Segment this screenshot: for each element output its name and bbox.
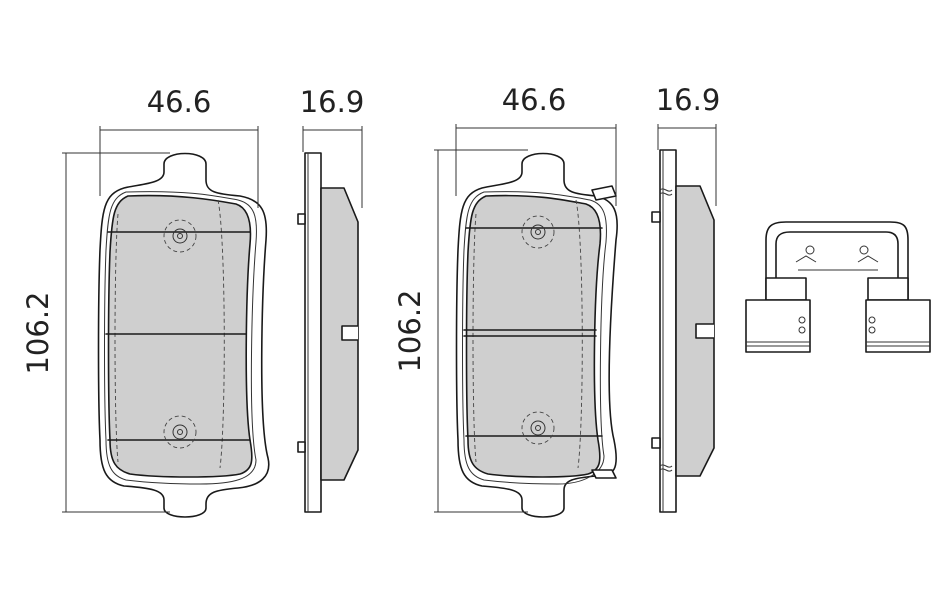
pad-a-side-slot: [341, 325, 358, 341]
pad-b-rivet-bottom: [521, 411, 555, 445]
accessory-clip-right-shoe: [865, 299, 931, 353]
pad-a-width-label: 46.6: [147, 85, 212, 119]
pad-a-rivet-bottom: [163, 415, 197, 449]
accessory-clip: [745, 221, 931, 353]
pad-b-width-label: 46.6: [502, 83, 567, 117]
pad-b-side-sensor-bottom: [659, 464, 673, 472]
pad-b-side-clip-bottom: [651, 437, 661, 449]
accessory-clip-left-block: [765, 277, 807, 301]
pad-a-side-backing-plate: [304, 152, 322, 513]
pad-b-side-slot: [695, 323, 714, 339]
accessory-clip-spring: [765, 221, 909, 301]
pad-a-side-view: [297, 152, 359, 513]
pad-b-wear-sensor-top: [591, 185, 617, 201]
pad-a-height-label: 106.2: [21, 291, 55, 374]
pad-a-front-view: [97, 152, 270, 518]
pad-b-rivet-top: [521, 215, 555, 249]
pad-b-side-clip-top: [651, 211, 661, 223]
pad-b-wear-sensor-bottom: [591, 469, 617, 479]
pad-b-thickness-label: 16.9: [656, 83, 721, 117]
pad-b-height-label: 106.2: [393, 289, 427, 372]
pad-b-side-sensor-top: [659, 188, 673, 196]
pad-a-side-friction: [320, 187, 359, 481]
pad-b-side-view: [651, 149, 715, 513]
pad-a-rivet-top: [163, 219, 197, 253]
pad-a-hidden-line-left: [114, 213, 119, 463]
pad-b-side-friction: [675, 185, 715, 477]
pad-b-front-view: [455, 152, 618, 518]
pad-b-dimension-lines: [434, 124, 717, 513]
pad-a-hidden-line-right: [217, 199, 225, 469]
pad-a-friction-material: [107, 194, 253, 478]
accessory-clip-left-shoe: [745, 299, 811, 353]
pad-a-dimension-lines: [62, 126, 363, 513]
accessory-clip-right-block: [867, 277, 909, 301]
pad-a-side-clip-top: [297, 213, 306, 225]
pad-b-side-backing-plate: [659, 149, 677, 513]
pad-b-plate-inner-edge: [462, 191, 607, 485]
pad-b-hidden-line-left: [472, 213, 477, 463]
pad-a-side-clip-bottom: [297, 441, 306, 453]
pad-a-thickness-label: 16.9: [300, 85, 365, 119]
pad-a-plate-inner-edge: [104, 191, 257, 485]
pad-b-hidden-line-right: [575, 199, 583, 469]
